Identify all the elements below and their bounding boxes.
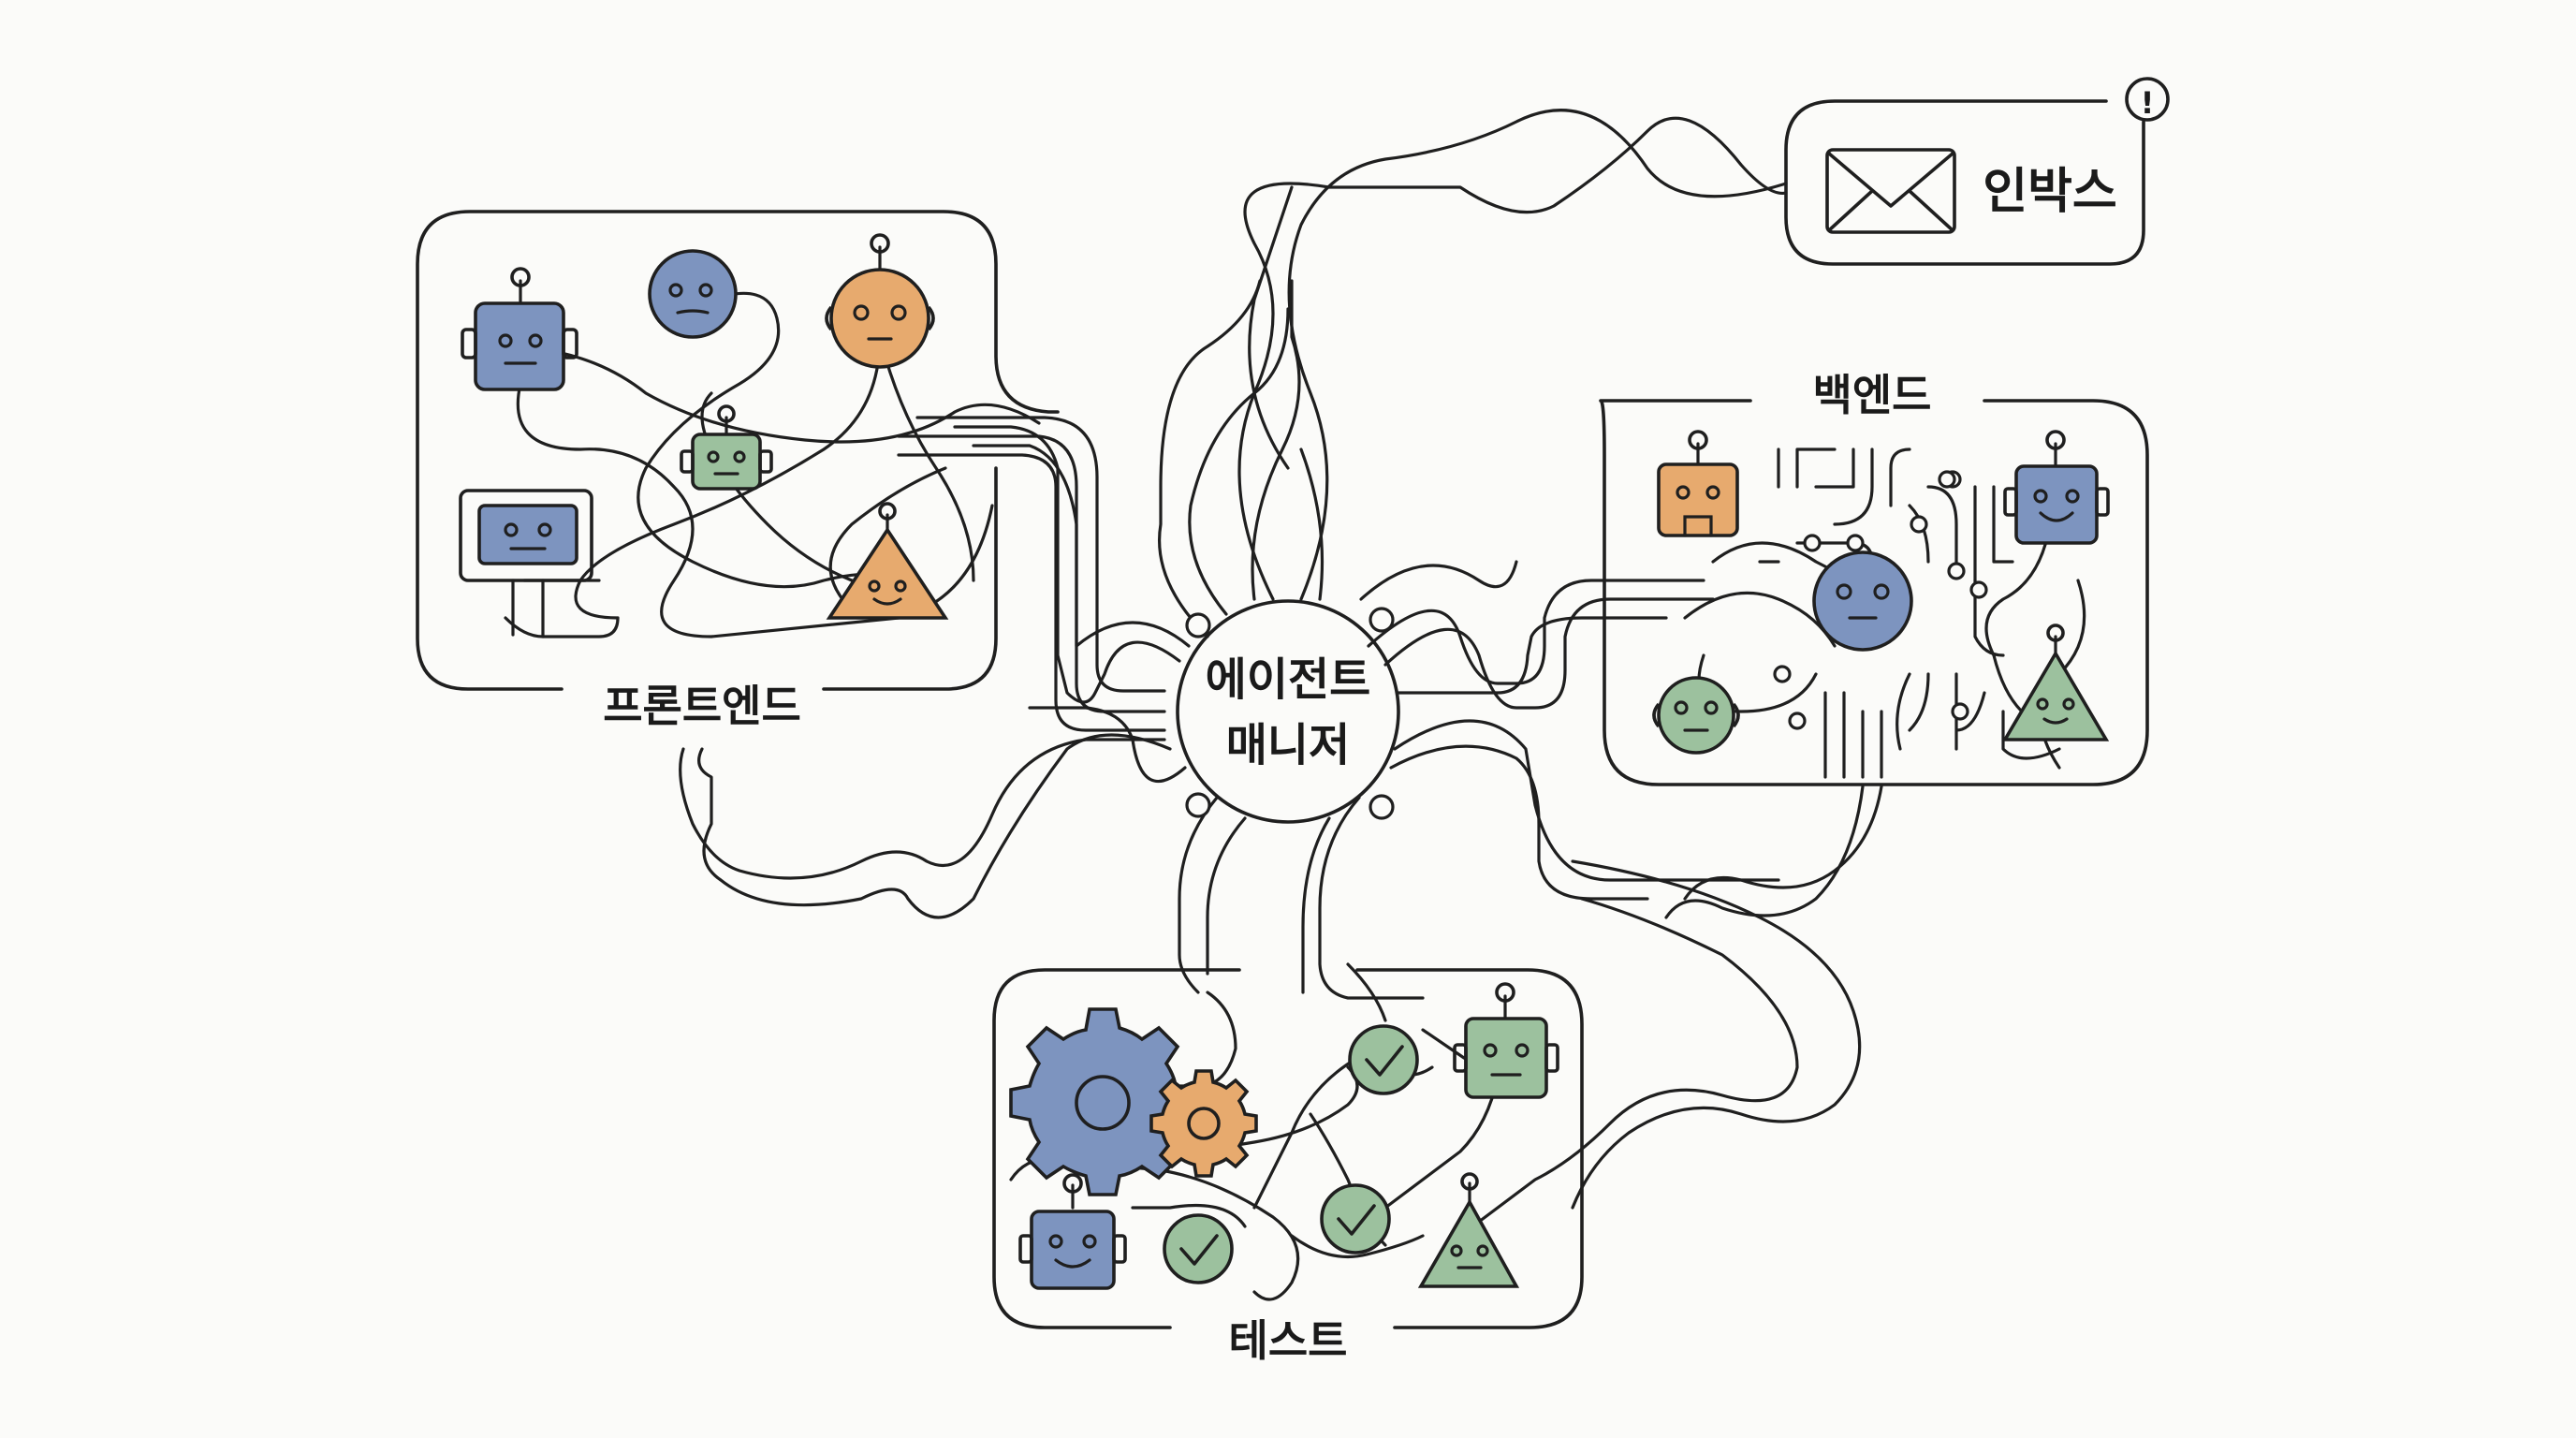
test-agents xyxy=(1009,982,1559,1290)
circuit-node xyxy=(1803,534,1822,552)
hub-connectors xyxy=(897,279,1780,1000)
circuit-node xyxy=(1788,712,1807,730)
circuit-node xyxy=(1773,665,1792,683)
robot-icon xyxy=(826,502,949,620)
robot-icon xyxy=(1018,1173,1127,1290)
backend-agents xyxy=(1652,430,2110,755)
robot-icon xyxy=(2001,624,2110,741)
inbox-label: 인박스 xyxy=(1983,164,2117,220)
robot-icon xyxy=(1652,676,1740,755)
robot-icon xyxy=(461,267,578,391)
manager-label-line2: 매니저 xyxy=(1226,719,1350,771)
circuit-node xyxy=(1910,515,1928,534)
connector-node xyxy=(1185,612,1211,638)
robot-icon xyxy=(1453,982,1559,1099)
robot-icon xyxy=(2003,430,2110,545)
robot-icon xyxy=(825,233,935,369)
circuit-node xyxy=(1951,702,1969,721)
envelope-icon xyxy=(1825,148,1956,234)
robot-icon xyxy=(648,249,738,339)
connector-node xyxy=(1185,792,1211,818)
circuit-node xyxy=(1938,470,1956,489)
test-label: 테스트 xyxy=(1229,1315,1348,1366)
circuit-node xyxy=(1846,534,1865,552)
check-icon xyxy=(1320,1183,1391,1255)
frontend-agents xyxy=(459,233,949,638)
robot-icon xyxy=(1812,550,1913,652)
robot-icon xyxy=(1657,430,1739,537)
gear-icon xyxy=(1009,1007,1196,1196)
agent-manager-hub: 에이전트 매니저 xyxy=(1176,599,1400,824)
check-icon xyxy=(1163,1213,1234,1284)
alert-icon: ! xyxy=(2141,85,2155,121)
gear-icon xyxy=(1149,1069,1258,1178)
frontend-label: 프론트엔드 xyxy=(603,681,801,731)
robot-icon xyxy=(680,404,773,491)
inbox-group: ! 인박스 xyxy=(1784,77,2170,266)
backend-group: 백엔드 xyxy=(1599,370,2149,786)
robot-icon xyxy=(1417,1172,1520,1288)
backend-label: 백엔드 xyxy=(1813,370,1932,420)
frontend-group: 프론트엔드 xyxy=(416,210,1060,731)
circuit-node xyxy=(1947,562,1966,580)
test-group: 테스트 xyxy=(992,968,1584,1366)
circuit-node xyxy=(1969,580,1988,599)
check-icon xyxy=(1348,1024,1419,1095)
connector-node xyxy=(1368,794,1395,820)
manager-label-line1: 에이전트 xyxy=(1206,653,1371,706)
monitor-icon xyxy=(459,489,593,638)
connector-node xyxy=(1368,607,1395,633)
